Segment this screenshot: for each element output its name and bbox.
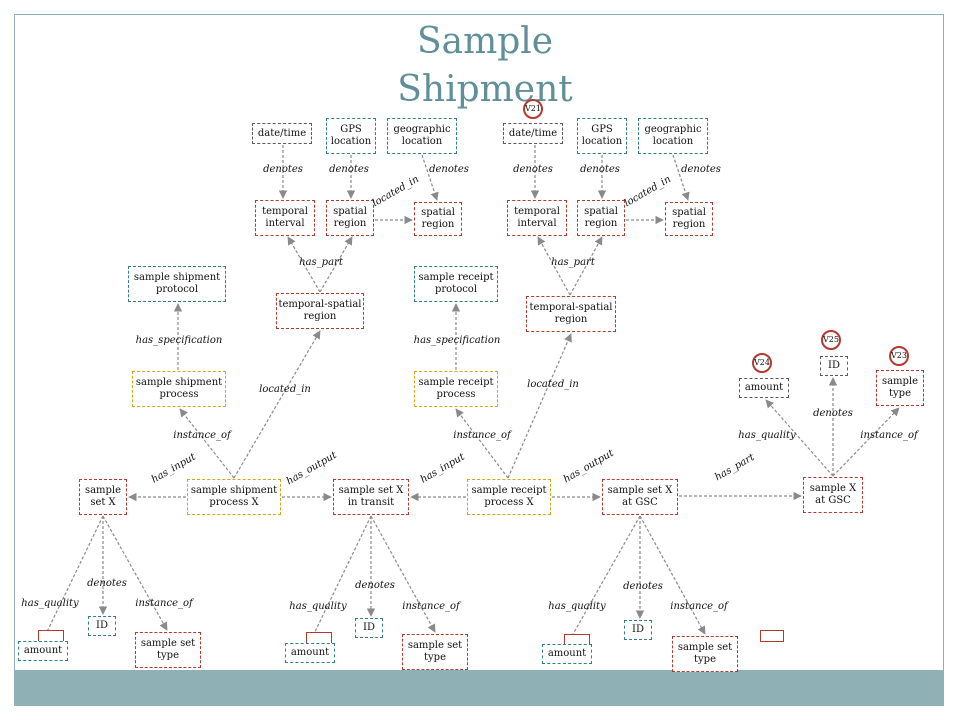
node-sample-set-type: sample set type <box>135 632 201 668</box>
bottom-band <box>14 670 944 706</box>
conn-instance-of <box>102 515 168 631</box>
node-sample-set-x: sample set X <box>79 479 127 515</box>
edge-label-has-quality: has_quality <box>548 601 606 612</box>
node-sample-set-type: sample set type <box>402 634 468 670</box>
node-date-time: date/time <box>503 123 563 144</box>
node-sample-set-type: sample set type <box>672 636 738 672</box>
conn-has-quality <box>42 515 104 641</box>
edge-label-denotes: denotes <box>513 164 553 175</box>
conn-has-part <box>287 236 321 293</box>
conn-instance-of <box>832 407 900 477</box>
node-sample-shipment-process-x: sample shipment process X <box>187 479 281 515</box>
edge-label-instance-of: instance_of <box>173 430 231 441</box>
conn-has-quality <box>765 399 834 477</box>
node-sample-shipment-protocol: sample shipment protocol <box>128 266 226 302</box>
conn-denotes <box>672 154 690 201</box>
edge-label-instance-of: instance_of <box>402 601 460 612</box>
node-id: ID <box>88 616 116 636</box>
edge-label-denotes: denotes <box>429 164 469 175</box>
edge-label-denotes: denotes <box>813 408 853 419</box>
version-badge: V25 <box>821 330 841 350</box>
node-sample-receipt-process: sample receipt process <box>414 371 498 407</box>
node-id: ID <box>355 618 383 638</box>
node-spatial-region: spatial region <box>414 202 462 236</box>
node-sample-receipt-protocol: sample receipt protocol <box>414 266 498 302</box>
edge-label-denotes: denotes <box>329 164 369 175</box>
node-temporal-spatial-region: temporal-spatial region <box>526 296 616 332</box>
node-sample-x-at-gsc: sample X at GSC <box>803 477 863 513</box>
node-amount: amount <box>542 644 592 664</box>
edge-label-instance-of: instance_of <box>135 598 193 609</box>
version-badge: V21 <box>523 99 543 119</box>
conn-instance-of <box>455 408 509 479</box>
node-id: ID <box>820 356 848 376</box>
node-amount: amount <box>285 643 335 663</box>
conn-has-part <box>569 236 603 296</box>
edge-label-denotes: denotes <box>623 581 663 592</box>
edge-label-denotes: denotes <box>355 580 395 591</box>
edge-label-has-quality: has_quality <box>21 598 79 609</box>
conn-has-part <box>319 236 353 293</box>
node-temporal-spatial-region: temporal-spatial region <box>276 293 364 329</box>
edge-label-instance-of: instance_of <box>860 430 918 441</box>
edge-label-has-part: has_part <box>299 257 343 268</box>
edge-label-denotes: denotes <box>580 164 620 175</box>
conn-instance-of <box>370 515 436 633</box>
conn-has-part <box>537 236 571 296</box>
version-badge: V23 <box>889 346 909 366</box>
node-sample-set-x-in-transit: sample set X in transit <box>333 479 409 515</box>
edge-label-denotes: denotes <box>87 578 127 589</box>
node-spatial-region: spatial region <box>326 200 374 236</box>
node-temporal-interval: temporal interval <box>507 200 567 236</box>
quality-marker <box>760 630 784 642</box>
edge-label-denotes: denotes <box>263 164 303 175</box>
node-sample-shipment-process: sample shipment process <box>132 371 226 407</box>
conn-denotes <box>421 154 439 201</box>
edge-label-has-specification: has_specification <box>135 335 223 346</box>
edge-label-has-quality: has_quality <box>738 430 796 441</box>
node-spatial-region: spatial region <box>577 200 625 236</box>
edge-label-has-part: has_part <box>551 257 595 268</box>
edge-label-located-in: located_in <box>527 379 579 390</box>
edge-label-denotes: denotes <box>681 164 721 175</box>
node-gps-location: GPS location <box>326 118 376 154</box>
edge-label-has-specification: has_specification <box>413 335 501 346</box>
edge-label-has-quality: has_quality <box>289 601 347 612</box>
node-sample-set-x-at-gsc: sample set X at GSC <box>602 479 678 515</box>
node-sample-receipt-process-x: sample receipt process X <box>467 479 551 515</box>
node-spatial-region: spatial region <box>665 202 713 236</box>
conn-instance-of <box>639 515 706 635</box>
node-id: ID <box>624 620 652 640</box>
node-geographic-location: geographic location <box>638 118 708 154</box>
node-temporal-interval: temporal interval <box>255 200 315 236</box>
conn-located-in <box>233 330 321 479</box>
node-sample-type: sample type <box>876 370 924 406</box>
page-title: Sample Shipment <box>397 21 573 110</box>
node-amount: amount <box>18 641 68 661</box>
edge-label-located-in: located_in <box>259 384 311 395</box>
node-geographic-location: geographic location <box>387 118 457 154</box>
conn-has-quality <box>567 515 641 644</box>
node-gps-location: GPS location <box>577 118 627 154</box>
node-date-time: date/time <box>252 123 312 144</box>
edge-label-instance-of: instance_of <box>453 430 511 441</box>
edge-label-instance-of: instance_of <box>670 601 728 612</box>
conn-has-quality <box>309 515 372 643</box>
node-amount: amount <box>739 378 789 398</box>
conn-located-in <box>507 333 572 479</box>
version-badge: V24 <box>752 353 772 373</box>
